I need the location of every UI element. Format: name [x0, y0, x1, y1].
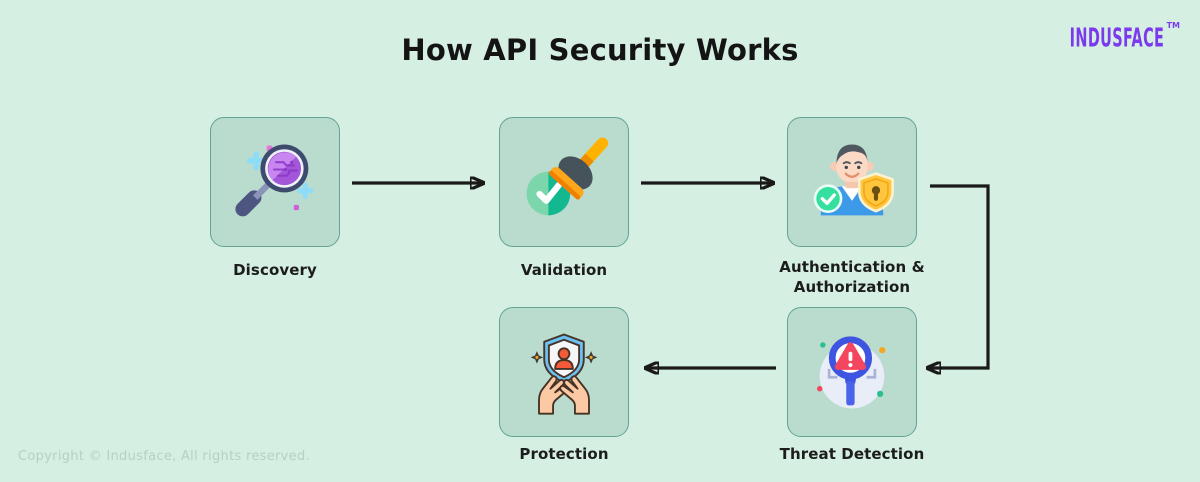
indusface-logo: INDUSFACE TM — [1053, 21, 1180, 54]
step-label-validation: Validation — [520, 261, 608, 279]
page-title: How API Security Works — [401, 33, 799, 67]
step-card-threat-detection — [787, 307, 917, 437]
step-card-protection — [499, 307, 629, 437]
step-label-discovery: Discovery — [233, 261, 317, 279]
step-card-validation — [499, 117, 629, 247]
step-label-protection: Protection — [519, 445, 609, 463]
hands-holding-shield-icon — [530, 333, 598, 415]
trademark-symbol: TM — [1166, 21, 1180, 30]
user-shield-check-icon — [813, 144, 894, 216]
magnifier-api-icon — [235, 144, 314, 217]
indusface-logo-text: INDUSFACE — [1070, 24, 1165, 54]
approval-stamp-check-icon — [526, 137, 609, 216]
copyright-text: Copyright © Indusface, All rights reserv… — [18, 449, 310, 464]
step-label-authentication: Authentication & Authorization — [779, 258, 925, 297]
step-label-threat-detection: Threat Detection — [779, 445, 925, 463]
step-card-discovery — [210, 117, 340, 247]
step-card-authentication — [787, 117, 917, 247]
magnifier-alert-icon — [817, 336, 886, 409]
